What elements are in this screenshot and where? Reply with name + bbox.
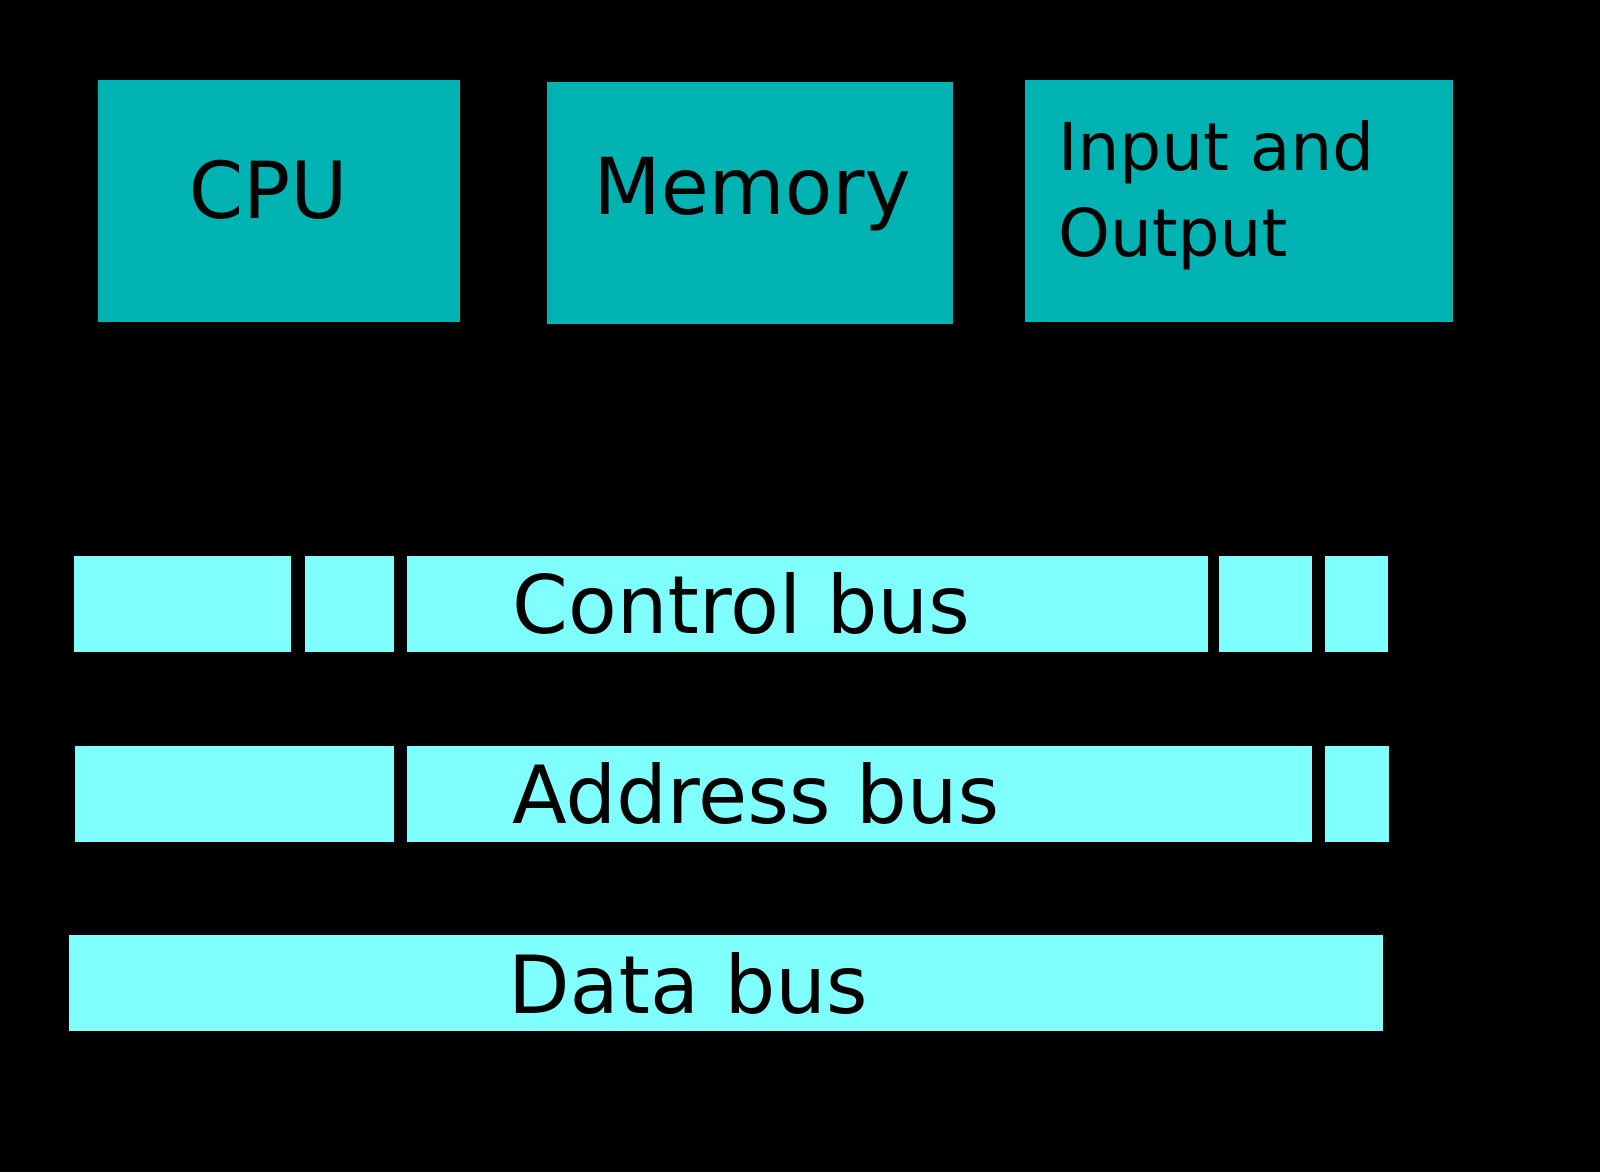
control-bus-label: Control bus (512, 559, 970, 652)
memory-label: Memory (593, 143, 910, 233)
io-label-line-1: Input and (1058, 109, 1374, 186)
control-bus: Control bus (74, 556, 1388, 652)
data-bus-segment (69, 935, 1383, 1031)
data-bus-label: Data bus (508, 939, 868, 1032)
cpu-label: CPU (189, 147, 348, 237)
address-bus-segment (75, 746, 394, 842)
cpu-block: CPU (98, 80, 460, 322)
io-box (1025, 80, 1453, 322)
address-bus-segment (1325, 746, 1389, 842)
memory-box (547, 82, 953, 324)
io-label-line-2: Output (1058, 195, 1287, 272)
control-bus-segment (1325, 556, 1388, 652)
io-block: Input and Output (1025, 80, 1453, 322)
address-bus-segment (407, 746, 1312, 842)
io-label: Input and Output (1058, 109, 1395, 272)
control-bus-segment (1219, 556, 1312, 652)
address-bus-label: Address bus (512, 749, 999, 842)
control-bus-segment (74, 556, 291, 652)
cpu-box (98, 80, 460, 322)
control-bus-segment (407, 556, 1208, 652)
control-bus-segment (305, 556, 394, 652)
data-bus: Data bus (69, 935, 1383, 1032)
address-bus: Address bus (75, 746, 1389, 842)
memory-block: Memory (547, 82, 953, 324)
